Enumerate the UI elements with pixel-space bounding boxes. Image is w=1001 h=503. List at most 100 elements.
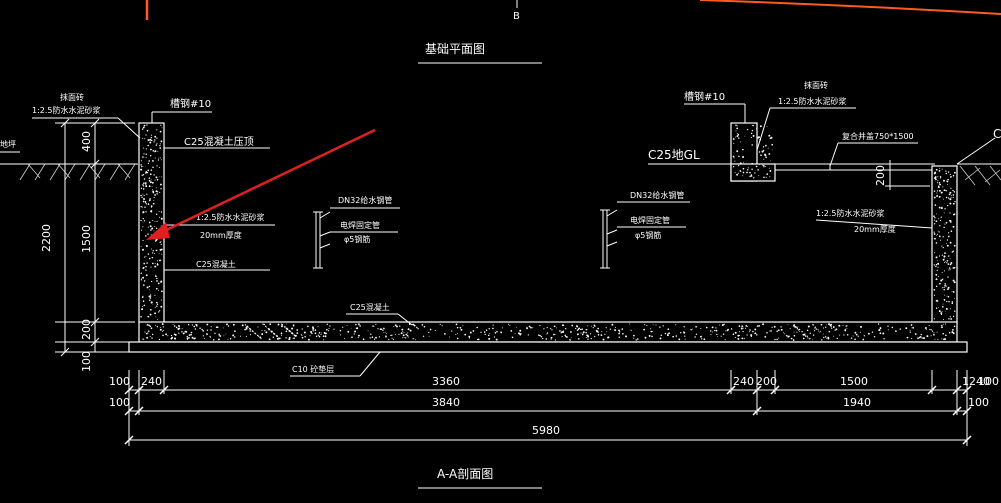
concrete-speckle xyxy=(307,325,309,327)
concrete-speckle xyxy=(398,333,400,335)
concrete-speckle xyxy=(415,339,416,341)
concrete-speckle xyxy=(660,334,663,337)
concrete-speckle xyxy=(952,174,955,177)
concrete-speckle xyxy=(871,331,874,333)
concrete-speckle xyxy=(784,333,786,335)
concrete-speckle xyxy=(156,326,158,328)
concrete-speckle xyxy=(156,137,158,139)
concrete-speckle xyxy=(592,327,594,329)
soil-hatch-left xyxy=(19,163,136,181)
concrete-speckle xyxy=(947,232,950,234)
concrete-speckle xyxy=(761,150,764,153)
cushion-layer xyxy=(128,341,968,353)
concrete-speckle xyxy=(734,336,736,338)
concrete-speckle xyxy=(160,241,162,243)
concrete-speckle xyxy=(339,329,342,332)
concrete-speckle xyxy=(353,333,355,335)
concrete-speckle xyxy=(281,323,284,326)
concrete-speckle xyxy=(441,325,443,327)
concrete-speckle xyxy=(152,189,153,191)
concrete-speckle xyxy=(577,328,580,331)
concrete-speckle xyxy=(551,329,553,331)
concrete-speckle xyxy=(407,328,410,331)
concrete-speckle xyxy=(156,143,158,145)
concrete-speckle xyxy=(940,312,943,315)
concrete-speckle xyxy=(241,324,244,327)
concrete-speckle xyxy=(591,325,592,327)
base-slab xyxy=(138,321,958,343)
concrete-speckle xyxy=(917,337,919,340)
concrete-speckle xyxy=(367,330,369,332)
concrete-speckle xyxy=(255,333,257,335)
concrete-speckle xyxy=(940,207,943,210)
concrete-speckle xyxy=(940,216,942,218)
concrete-speckle xyxy=(519,329,522,332)
concrete-speckle xyxy=(939,183,942,186)
concrete-speckle xyxy=(150,169,153,171)
concrete-speckle xyxy=(307,338,310,341)
concrete-speckle xyxy=(746,326,748,327)
concrete-speckle xyxy=(155,274,157,276)
concrete-speckle xyxy=(146,245,148,248)
concrete-speckle xyxy=(140,205,142,208)
concrete-speckle xyxy=(948,269,950,271)
concrete-speckle xyxy=(942,319,944,320)
concrete-speckle xyxy=(720,335,722,337)
concrete-speckle xyxy=(684,338,686,340)
concrete-speckle xyxy=(312,327,315,330)
concrete-speckle xyxy=(150,210,152,213)
concrete-speckle xyxy=(737,337,740,340)
concrete-speckle xyxy=(741,325,744,328)
concrete-speckle xyxy=(879,332,881,334)
concrete-speckle xyxy=(356,327,359,330)
concrete-speckle xyxy=(244,324,247,326)
concrete-speckle xyxy=(510,330,513,332)
concrete-speckle xyxy=(217,338,220,341)
right-edge-leader xyxy=(956,137,996,165)
concrete-speckle xyxy=(941,326,943,329)
concrete-speckle xyxy=(325,332,327,335)
concrete-speckle xyxy=(157,282,160,285)
concrete-speckle xyxy=(322,335,325,337)
concrete-speckle xyxy=(405,337,407,339)
concrete-speckle xyxy=(852,335,854,337)
concrete-speckle xyxy=(294,335,297,337)
concrete-speckle xyxy=(828,330,831,333)
concrete-speckle xyxy=(827,337,830,340)
concrete-speckle xyxy=(934,171,937,174)
concrete-speckle xyxy=(550,328,552,330)
concrete-speckle xyxy=(393,325,395,327)
inner-left-bracket: 电焊固定管 xyxy=(340,220,380,230)
concrete-speckle xyxy=(939,225,941,227)
concrete-speckle xyxy=(210,336,212,338)
dim-vertical-cushion: 100 xyxy=(80,351,93,372)
concrete-speckle xyxy=(154,241,156,243)
concrete-speckle xyxy=(804,335,807,337)
concrete-speckle xyxy=(826,337,828,339)
concrete-speckle xyxy=(732,166,735,168)
concrete-speckle xyxy=(141,128,144,130)
concrete-speckle xyxy=(855,333,858,336)
concrete-speckle xyxy=(939,176,942,178)
concrete-speckle xyxy=(160,211,162,213)
concrete-speckle xyxy=(763,158,765,160)
concrete-speckle xyxy=(469,331,472,334)
concrete-speckle xyxy=(191,324,194,326)
concrete-speckle xyxy=(754,332,757,335)
concrete-speckle xyxy=(146,124,148,126)
concrete-speckle xyxy=(710,334,712,336)
concrete-speckle xyxy=(151,227,154,230)
concrete-speckle xyxy=(943,298,946,301)
concrete-speckle xyxy=(181,328,183,330)
concrete-speckle xyxy=(256,334,259,337)
concrete-speckle xyxy=(659,326,661,328)
concrete-speckle xyxy=(153,199,155,201)
concrete-speckle xyxy=(789,328,791,330)
concrete-speckle xyxy=(280,331,282,333)
concrete-speckle xyxy=(245,327,248,330)
concrete-speckle xyxy=(950,197,952,199)
concrete-speckle xyxy=(944,208,946,210)
concrete-speckle xyxy=(938,255,940,257)
concrete-speckle xyxy=(700,328,702,329)
concrete-speckle xyxy=(736,125,738,127)
